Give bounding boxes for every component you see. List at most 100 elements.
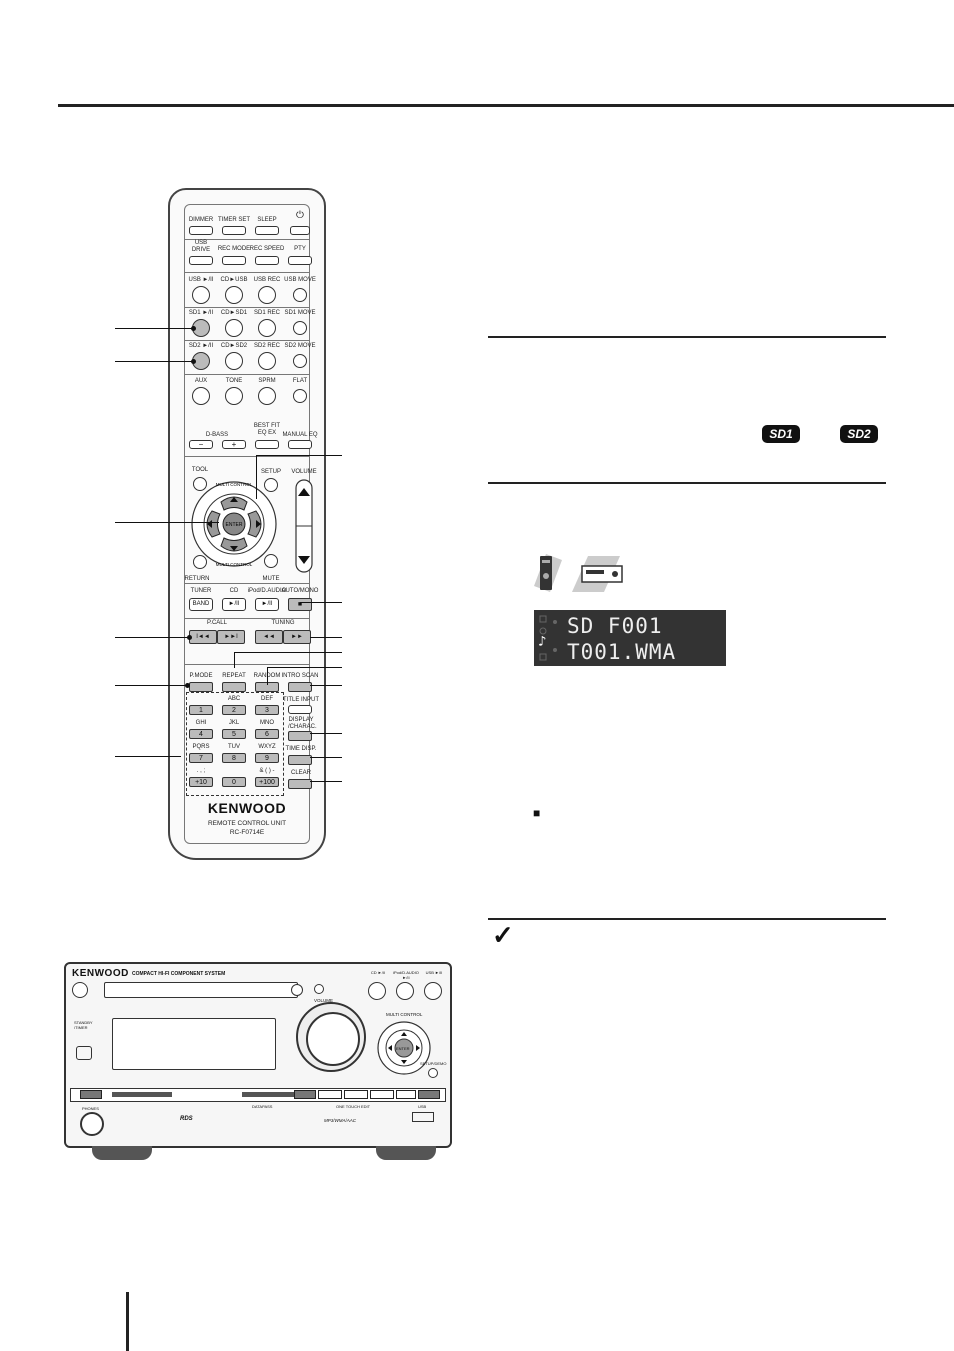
prev-skip-button[interactable]: I◄◄ bbox=[189, 630, 217, 644]
sd2-move-button[interactable] bbox=[293, 354, 307, 368]
title-input-button[interactable] bbox=[288, 705, 312, 714]
usb-play-button[interactable] bbox=[192, 286, 210, 304]
label-display-charac: DISPLAY /CHARAC. bbox=[288, 717, 317, 730]
header-rule bbox=[58, 104, 954, 107]
keypad-button-6[interactable]: 7 bbox=[189, 753, 213, 763]
callout-time bbox=[310, 757, 342, 758]
unit-cd-usb-button[interactable] bbox=[370, 1090, 394, 1099]
pty-button[interactable] bbox=[288, 256, 312, 265]
ipod-play-button[interactable]: ►/II bbox=[255, 598, 279, 611]
keypad-button-1[interactable]: 2 bbox=[222, 705, 246, 715]
unit-cd-sd2-button[interactable] bbox=[344, 1090, 368, 1099]
keypad-button-9[interactable]: +10 bbox=[189, 777, 213, 787]
label-timer-set: TIMER SET bbox=[217, 217, 251, 223]
time-disp-button[interactable] bbox=[288, 755, 312, 765]
usb-drive-button[interactable] bbox=[189, 256, 213, 265]
repeat-button[interactable] bbox=[222, 682, 246, 692]
sd1-rec-button[interactable] bbox=[258, 319, 276, 337]
callout-multi-control-v bbox=[256, 455, 257, 499]
return-button[interactable] bbox=[193, 555, 207, 569]
phones-jack[interactable] bbox=[80, 1112, 104, 1136]
separator bbox=[184, 618, 310, 619]
keypad-button-3[interactable]: 4 bbox=[189, 729, 213, 739]
keypad-button-10[interactable]: 0 bbox=[222, 777, 246, 787]
usb-move-button[interactable] bbox=[293, 288, 307, 302]
keypad-button-4[interactable]: 5 bbox=[222, 729, 246, 739]
label-rec-speed: REC SPEED bbox=[249, 246, 285, 252]
usb-port[interactable] bbox=[412, 1112, 434, 1122]
timer-set-button[interactable] bbox=[222, 226, 246, 235]
unit-cd-sd1-button[interactable] bbox=[318, 1090, 342, 1099]
volume-rocker[interactable] bbox=[294, 478, 314, 574]
tone-button[interactable] bbox=[225, 387, 243, 405]
keypad-button-0[interactable]: 1 bbox=[189, 705, 213, 715]
sd1-move-button[interactable] bbox=[293, 321, 307, 335]
unit-sd2-button[interactable] bbox=[294, 1090, 316, 1099]
label-title-input: TITLE INPUT bbox=[282, 697, 320, 703]
multi-control-pad[interactable]: ENTER MULTI CONTROL MULTI CONTROL bbox=[184, 472, 284, 572]
unit-ipod-play-button[interactable] bbox=[396, 982, 414, 1000]
unit-sd1-button[interactable] bbox=[80, 1090, 102, 1099]
keypad-button-5[interactable]: 6 bbox=[255, 729, 279, 739]
unit-standby-button[interactable] bbox=[314, 984, 324, 994]
volume-knob[interactable] bbox=[296, 1002, 366, 1072]
tool-button[interactable] bbox=[193, 477, 207, 491]
unit-sd2-slot[interactable] bbox=[242, 1092, 302, 1097]
next-skip-button[interactable]: ►►I bbox=[217, 630, 245, 644]
d-bass-minus-button[interactable]: − bbox=[189, 440, 213, 449]
band-button[interactable]: BAND bbox=[189, 598, 213, 611]
power-button[interactable] bbox=[290, 226, 310, 235]
mute-button[interactable] bbox=[264, 554, 278, 568]
callout-repeat bbox=[234, 652, 342, 653]
unit-cd-play-button[interactable] bbox=[368, 982, 386, 1000]
display-charac-button[interactable] bbox=[288, 731, 312, 741]
best-fit-button[interactable] bbox=[255, 440, 279, 449]
label-sd2-rec: SD2 REC bbox=[253, 343, 281, 349]
unit-multi-control-pad[interactable] bbox=[372, 1016, 436, 1080]
label-tool: TOOL bbox=[191, 467, 209, 473]
rec-speed-button[interactable] bbox=[255, 256, 279, 265]
clear-button[interactable] bbox=[288, 779, 312, 789]
unit-usb-play-button[interactable] bbox=[424, 982, 442, 1000]
dimmer-button[interactable] bbox=[189, 226, 213, 235]
unit-sd1-slot[interactable] bbox=[112, 1092, 172, 1097]
keypad-button-8[interactable]: 9 bbox=[255, 753, 279, 763]
cd-sd1-button[interactable] bbox=[225, 319, 243, 337]
tuning-down-button[interactable]: ◄◄ bbox=[255, 630, 283, 644]
separator bbox=[184, 664, 310, 665]
unit-extra-button[interactable] bbox=[418, 1090, 440, 1099]
aux-button[interactable] bbox=[192, 387, 210, 405]
cd-sd2-button[interactable] bbox=[225, 352, 243, 370]
setup-button[interactable] bbox=[264, 478, 278, 492]
p-mode-button[interactable] bbox=[189, 682, 213, 692]
label-sleep: SLEEP bbox=[257, 217, 277, 223]
cd-usb-button[interactable] bbox=[225, 286, 243, 304]
keypad-button-11[interactable]: +100 bbox=[255, 777, 279, 787]
unit-power-button[interactable] bbox=[72, 982, 88, 998]
usb-rec-button[interactable] bbox=[258, 286, 276, 304]
unit-aux-button[interactable] bbox=[396, 1090, 416, 1099]
keypad-button-2[interactable]: 3 bbox=[255, 705, 279, 715]
disc-slot[interactable] bbox=[104, 982, 298, 998]
flat-button[interactable] bbox=[293, 389, 307, 403]
unit-setup-button[interactable] bbox=[428, 1068, 438, 1078]
sleep-button[interactable] bbox=[255, 226, 279, 235]
rec-mode-button[interactable] bbox=[222, 256, 246, 265]
label-cd: CD bbox=[229, 588, 239, 594]
multi-control-label-top: MULTI CONTROL bbox=[216, 482, 253, 487]
intro-scan-button[interactable] bbox=[288, 682, 312, 692]
eject-button[interactable] bbox=[291, 984, 303, 996]
unit-top-button-label-cd: CD ►/II bbox=[370, 970, 386, 975]
stop-button[interactable]: ■ bbox=[288, 598, 312, 611]
callout-enter bbox=[115, 522, 219, 523]
keypad-button-7[interactable]: 8 bbox=[222, 753, 246, 763]
separator bbox=[184, 272, 310, 273]
tuning-up-button[interactable]: ►► bbox=[283, 630, 311, 644]
cd-play-button[interactable]: ►/II bbox=[222, 598, 246, 611]
label-p-mode: P.MODE bbox=[189, 673, 213, 679]
sprm-button[interactable] bbox=[258, 387, 276, 405]
sd2-rec-button[interactable] bbox=[258, 352, 276, 370]
d-bass-plus-button[interactable]: + bbox=[222, 440, 246, 449]
manual-eq-button[interactable] bbox=[288, 440, 312, 449]
unit-foot-right bbox=[376, 1146, 436, 1160]
